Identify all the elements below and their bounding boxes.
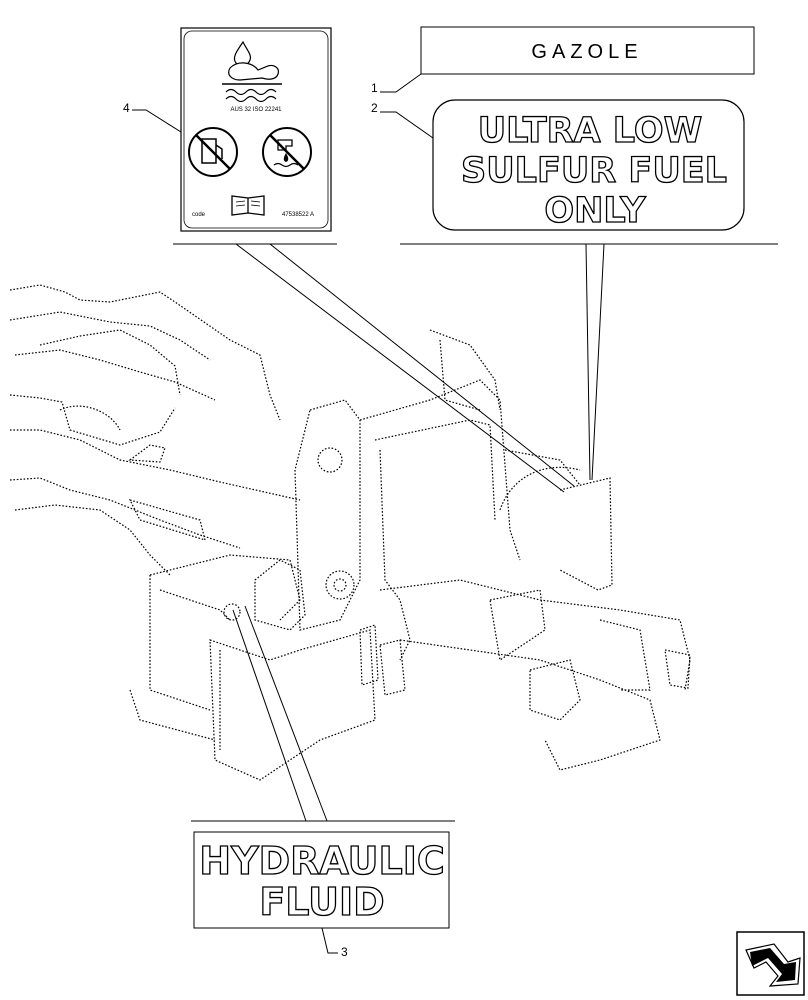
gazole-label: GAZOLE: [420, 26, 755, 75]
ultra-line3: ONLY: [544, 191, 646, 231]
callouts: 1 2 4 3: [123, 73, 434, 959]
machine-frame: [9, 284, 691, 781]
callout-3: 3: [341, 945, 348, 959]
ultra-low-sulfur-label: ULTRA LOW SULFUR FUEL ONLY: [432, 99, 745, 232]
callout-4: 4: [123, 101, 130, 115]
ultra-line1: ULTRA LOW: [478, 111, 702, 151]
decal-part-number: 47538522 A: [282, 212, 314, 218]
def-decal: AUS 32 ISO 22241 code 47538522 A: [180, 27, 332, 232]
hydraulic-fluid-label: HYDRAULIC FLUID: [193, 831, 450, 929]
decal-code-label: code: [192, 212, 206, 218]
hydraulic-line1: HYDRAULIC: [199, 839, 444, 883]
callout-1: 1: [371, 81, 378, 95]
hydraulic-line2: FLUID: [259, 880, 384, 924]
pointer-lines: [173, 243, 778, 822]
gazole-text: GAZOLE: [531, 41, 642, 63]
no-water-icon: [262, 127, 312, 177]
callout-2: 2: [371, 101, 378, 115]
decal-spec-text: AUS 32 ISO 22241: [230, 107, 282, 113]
ultra-line2: SULFUR FUEL: [461, 151, 727, 191]
return-arrow-icon[interactable]: [736, 931, 805, 996]
manual-book-icon: [231, 195, 265, 216]
no-fuel-icon: [188, 127, 238, 177]
fluid-drop-icon: [222, 40, 282, 103]
